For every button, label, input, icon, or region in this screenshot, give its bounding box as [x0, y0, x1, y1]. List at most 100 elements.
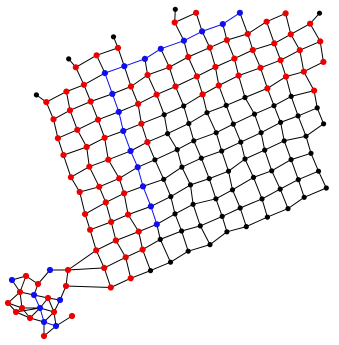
edge	[232, 189, 241, 209]
red-node	[127, 83, 135, 90]
edge	[232, 123, 242, 143]
black-node	[269, 168, 275, 174]
black-node	[321, 121, 327, 127]
edge	[77, 119, 99, 131]
edge	[240, 198, 263, 209]
edge	[123, 185, 144, 194]
red-node	[307, 20, 314, 27]
edge	[168, 67, 176, 87]
black-node	[197, 223, 203, 229]
edge	[110, 277, 131, 288]
black-node	[285, 206, 291, 212]
black-node	[179, 164, 185, 170]
red-node	[108, 218, 115, 225]
edge	[163, 114, 169, 134]
edge	[285, 13, 292, 35]
red-node	[271, 40, 278, 47]
edge	[69, 101, 91, 111]
highlighted-edge	[160, 40, 185, 50]
red-node	[4, 299, 12, 307]
blue-node	[139, 183, 147, 190]
edge	[137, 94, 157, 105]
edge	[175, 75, 198, 87]
edge	[290, 152, 312, 161]
highlighted-edge	[124, 58, 146, 67]
edge	[125, 257, 132, 279]
edge	[254, 113, 262, 133]
highlighted-edge	[201, 23, 223, 32]
edge	[209, 231, 228, 245]
red-node	[114, 44, 122, 52]
red-node	[93, 52, 100, 59]
black-node	[288, 93, 294, 99]
edge	[63, 146, 87, 156]
black-node	[278, 119, 284, 125]
black-node	[308, 150, 314, 156]
red-node	[50, 308, 58, 316]
edge	[228, 171, 233, 190]
edge	[88, 166, 100, 188]
edge	[147, 133, 168, 143]
edge	[199, 225, 211, 245]
edge	[252, 42, 275, 51]
black-node	[213, 196, 219, 202]
edge	[79, 186, 100, 193]
black-node	[229, 187, 236, 193]
red-node	[122, 254, 129, 261]
red-node	[138, 120, 145, 127]
black-node	[250, 174, 257, 180]
edge	[105, 202, 112, 223]
edge	[90, 93, 113, 102]
edge	[233, 113, 255, 125]
blue-node	[180, 37, 187, 44]
highlighted-edge	[122, 130, 132, 152]
edge	[142, 178, 164, 187]
highlighted-edge	[104, 72, 113, 95]
edge	[196, 66, 216, 77]
red-node	[206, 44, 213, 51]
highlighted-edge	[222, 12, 241, 25]
edge	[238, 67, 261, 77]
black-node	[237, 205, 243, 211]
edge	[156, 86, 176, 96]
black-node	[303, 133, 309, 139]
edge	[287, 196, 305, 210]
edge	[104, 137, 109, 160]
blue-node	[56, 296, 64, 304]
red-node	[144, 71, 151, 79]
black-node	[251, 111, 258, 117]
edge	[138, 223, 157, 233]
red-node	[300, 68, 307, 75]
edge	[65, 285, 111, 288]
edge	[130, 141, 148, 152]
edge	[127, 214, 140, 232]
edge	[195, 12, 203, 32]
edge	[75, 54, 97, 68]
edge	[97, 119, 106, 138]
edge	[188, 244, 211, 252]
edge	[156, 94, 165, 115]
red-node	[26, 314, 34, 322]
edge	[261, 198, 268, 218]
blue-node	[46, 266, 54, 274]
edge	[305, 136, 312, 154]
blue-node	[199, 28, 206, 35]
edge	[188, 47, 210, 58]
edge	[244, 87, 268, 98]
red-node	[86, 163, 93, 170]
edge	[280, 49, 301, 61]
edge	[83, 72, 106, 86]
red-node	[264, 85, 271, 92]
edge	[244, 97, 255, 115]
edge	[147, 66, 170, 76]
red-node	[64, 266, 72, 274]
edge	[266, 12, 286, 23]
edge	[75, 67, 85, 86]
edge	[252, 49, 261, 68]
highlighted-edge	[104, 65, 125, 74]
edge	[154, 159, 165, 180]
edge	[104, 130, 124, 139]
red-node	[34, 280, 42, 288]
black-node	[219, 213, 225, 219]
edge	[290, 96, 299, 117]
